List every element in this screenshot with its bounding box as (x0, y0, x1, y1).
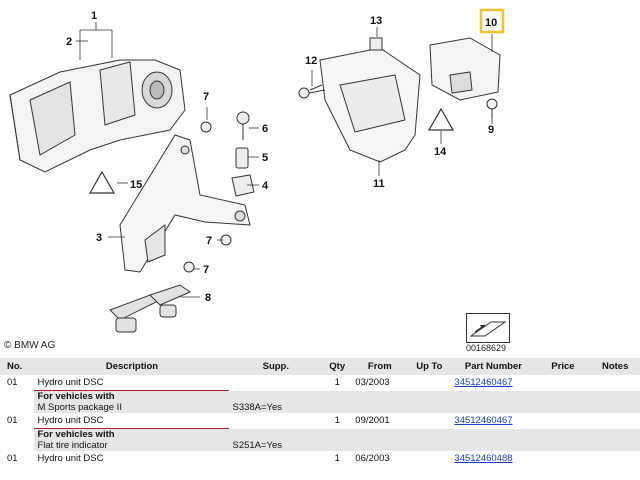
header-no: No. (0, 358, 35, 375)
reference-icon[interactable] (466, 313, 510, 343)
bracket-drawing (119, 134, 251, 273)
header-part-number: Part Number (451, 358, 536, 375)
row-qty: 1 (334, 453, 340, 464)
header-upto: Up To (407, 358, 452, 375)
hydro-unit-drawing (9, 59, 186, 173)
row-upto (407, 375, 451, 391)
row-notes (590, 451, 640, 466)
row-notes (590, 375, 640, 391)
row-from: 09/2001 (355, 415, 390, 427)
highlight-box (479, 8, 505, 34)
row-qty: 1 (334, 415, 340, 427)
header-qty: Qty (322, 358, 353, 375)
small-parts-drawing (183, 111, 255, 273)
header-supp: Supp. (229, 358, 323, 375)
row-supp (229, 375, 322, 391)
row-from: 06/2003 (355, 453, 390, 464)
callout-8[interactable]: 8 (205, 292, 211, 304)
condition-code: S251A=Yes (229, 428, 323, 451)
condition-text: For vehicles with M Sports package II (34, 390, 230, 413)
header-notes: Notes (590, 358, 640, 375)
table-row[interactable]: 01 Hydro unit DSC 1 03/2003 34512460467 (0, 375, 640, 391)
callout-7-mid[interactable]: 7 (206, 235, 212, 247)
row-from: 03/2003 (355, 377, 390, 389)
callout-1[interactable]: 1 (91, 10, 97, 22)
callout-14[interactable]: 14 (434, 146, 447, 158)
callout-13[interactable]: 13 (370, 15, 382, 27)
header-from: From (352, 358, 408, 375)
row-price (535, 451, 590, 466)
row-no: 01 (7, 377, 18, 389)
bolt-clip-drawing (298, 37, 498, 118)
reference-number: 00168629 (466, 343, 507, 353)
row-price (535, 375, 590, 391)
condition-row: For vehicles with Flat tire indicator S2… (0, 428, 640, 451)
callout-9[interactable]: 9 (488, 124, 494, 136)
row-no: 01 (7, 415, 18, 427)
warning-triangle-icon (88, 107, 455, 194)
callout-4[interactable]: 4 (262, 180, 269, 192)
callout-5[interactable]: 5 (262, 152, 268, 164)
module-bracket-drawing (309, 47, 421, 163)
condition-subtitle: M Sports package II (37, 402, 122, 413)
mounts-drawing (109, 284, 192, 333)
condition-code: S338A=Yes (229, 390, 323, 413)
callout-2[interactable]: 2 (66, 36, 72, 48)
condition-title: For vehicles with (37, 429, 115, 440)
row-no: 01 (7, 453, 18, 464)
table-row[interactable]: 01 Hydro unit DSC 1 09/2001 34512460467 (0, 413, 640, 429)
parts-table: No. Description Supp. Qty From Up To Par… (0, 358, 640, 466)
copyright-label: © BMW AG (4, 340, 56, 351)
table-header-row: No. Description Supp. Qty From Up To Par… (0, 358, 640, 375)
callout-10[interactable]: 10 (485, 17, 497, 29)
row-price (535, 413, 590, 429)
row-supp (229, 451, 322, 466)
row-upto (407, 413, 451, 429)
row-description: Hydro unit DSC (37, 453, 104, 464)
table-row[interactable]: 01 Hydro unit DSC 1 06/2003 34512460488 (0, 451, 640, 466)
callout-7-top[interactable]: 7 (203, 91, 209, 103)
header-price: Price (535, 358, 591, 375)
row-notes (590, 413, 640, 429)
callout-12[interactable]: 12 (305, 55, 317, 67)
callout-11[interactable]: 11 (373, 178, 385, 190)
row-qty: 1 (334, 377, 340, 389)
header-description: Description (34, 358, 230, 375)
callout-6[interactable]: 6 (262, 123, 268, 135)
control-module-drawing (429, 37, 501, 101)
condition-subtitle: Flat tire indicator (37, 440, 108, 451)
leader-lines (76, 22, 493, 298)
condition-title: For vehicles with (37, 391, 115, 402)
parts-diagram: 1 2 3 4 5 6 7 7 7 8 9 10 11 12 13 14 15 (9, 8, 505, 333)
callout-3[interactable]: 3 (96, 232, 102, 244)
part-number-link[interactable]: 34512460467 (454, 377, 513, 389)
part-number-link[interactable]: 34512460467 (454, 415, 513, 427)
callout-15[interactable]: 15 (130, 179, 142, 191)
row-upto (407, 451, 451, 466)
row-supp (229, 413, 322, 429)
condition-text: For vehicles with Flat tire indicator (34, 428, 230, 451)
callout-7-low[interactable]: 7 (203, 264, 209, 276)
row-description: Hydro unit DSC (37, 415, 104, 426)
row-description: Hydro unit DSC (37, 377, 104, 388)
condition-row: For vehicles with M Sports package II S3… (0, 390, 640, 413)
part-number-link[interactable]: 34512460488 (454, 453, 513, 464)
